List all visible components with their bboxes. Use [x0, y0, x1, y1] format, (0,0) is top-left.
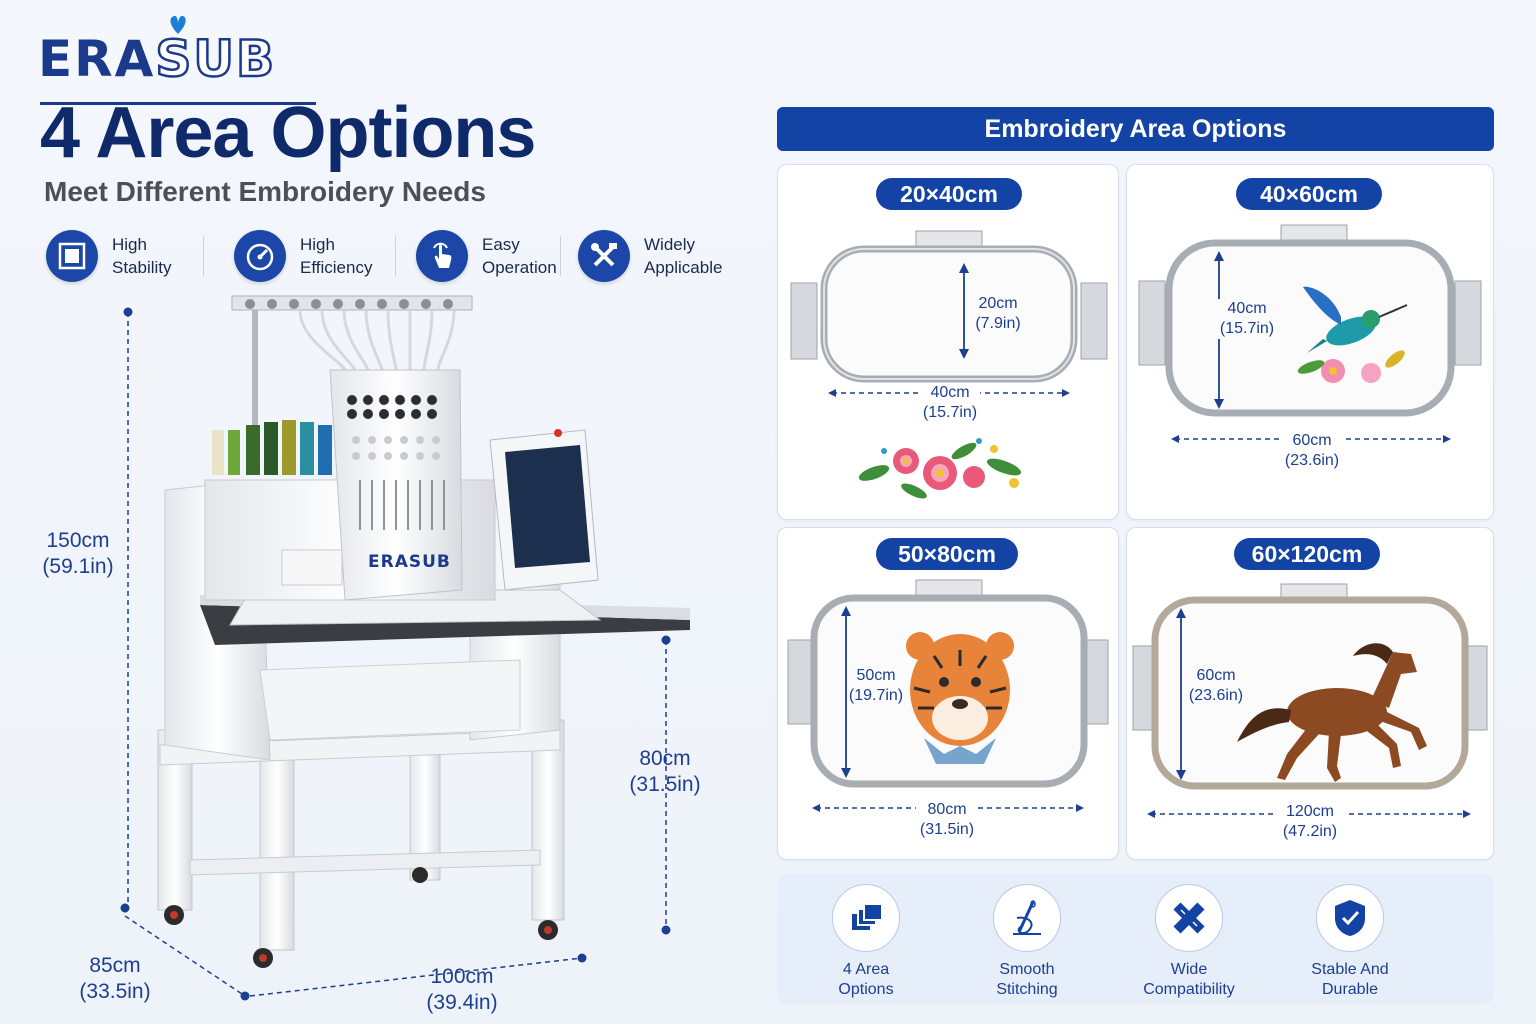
tiger-embroidery-design [906, 632, 1014, 764]
logo-underline [40, 102, 316, 105]
hoop-frame-20x40 [790, 230, 1108, 397]
hoop-height-label: 60cm (23.6in) [1185, 666, 1247, 706]
page-subtitle: Meet Different Embroidery Needs [44, 176, 486, 207]
hummingbird-embroidery-design [1297, 286, 1408, 383]
hoop-size-pill: 40×60cm [1236, 178, 1382, 210]
table-height-dimension-label: 80cm (31.5in) [629, 747, 701, 796]
bottom-feature-wide-compatibility: Wide Compatibility [1114, 884, 1264, 1000]
feature-high-efficiency: High Efficiency [234, 228, 372, 284]
hoop-width-label: 60cm (23.6in) [1279, 431, 1345, 471]
machine-badge: ERASUB [368, 552, 451, 572]
bottom-feature-smooth-stitching: Smooth Stitching [952, 884, 1102, 1000]
feature-label: Widely Applicable [644, 235, 723, 277]
tools-icon [578, 230, 630, 282]
bottom-feature-label: 4 Area Options [838, 961, 894, 998]
brand-logo: ERASUB [38, 15, 328, 105]
feature-label: High Stability [112, 235, 172, 277]
tap-hand-icon [416, 230, 468, 282]
brand-logo-text: ERASUB [38, 29, 277, 90]
divider [560, 236, 561, 276]
hoop-card-40x60: 40×60cm 40cm (15.7in) 60cm (23.6in) [1126, 164, 1494, 520]
hoop-card-60x120: 60×120cm 60cm (23.6in) 120cm (47.2in) [1126, 527, 1494, 860]
page-title: 4 Area Options [40, 93, 536, 173]
flower-embroidery-design [858, 438, 1022, 499]
feature-high-stability: High Stability [46, 228, 172, 284]
height-dimension-label: 150cm (59.1in) [42, 529, 114, 578]
hoop-height-label: 40cm (15.7in) [1217, 299, 1277, 339]
speedometer-icon [234, 230, 286, 282]
bottom-feature-label: Wide Compatibility [1143, 961, 1235, 998]
feature-label: High Efficiency [300, 235, 373, 277]
feature-easy-operation: Easy Operation [416, 228, 557, 284]
embroidery-machine-illustration [120, 295, 690, 1001]
depth-dimension-label: 85cm (33.5in) [79, 954, 151, 1003]
hoop-width-label: 120cm (47.2in) [1275, 802, 1345, 842]
width-dimension-label: 100cm (39.4in) [426, 965, 498, 1014]
horse-embroidery-design [1237, 643, 1427, 782]
hoop-width-label: 80cm (31.5in) [916, 800, 978, 840]
shield-check-icon [1316, 884, 1384, 952]
bottom-feature-stable-durable: Stable And Durable [1275, 884, 1425, 1000]
feature-label: Easy Operation [482, 235, 557, 277]
divider [395, 236, 396, 276]
hoop-size-pill: 20×40cm [876, 178, 1022, 210]
bottom-features-bar: 4 Area Options Smooth Stitching Wide Com… [777, 874, 1494, 1004]
butterfly-icon [170, 15, 186, 34]
feature-widely-applicable: Widely Applicable [578, 228, 722, 284]
needle-thread-icon [993, 884, 1061, 952]
hoop-card-50x80: 50×80cm 50cm (19.7in) 80cm (31.5in) [777, 527, 1119, 860]
square-frame-icon [46, 230, 98, 282]
logo-era: ERA [38, 30, 156, 88]
hoop-card-20x40: 20×40cm 20cm (7.9in) 40cm (15.7in) [777, 164, 1119, 520]
layers-icon [832, 884, 900, 952]
bottom-feature-label: Smooth Stitching [996, 961, 1058, 998]
hoop-height-label: 50cm (19.7in) [848, 666, 904, 706]
logo-sub: SUB [154, 29, 277, 90]
hoop-width-label: 40cm (15.7in) [920, 383, 980, 423]
hoop-frame-50x80 [787, 579, 1109, 812]
bottom-feature-area-options: 4 Area Options [791, 884, 941, 1000]
divider [203, 236, 204, 276]
hoop-height-label: 20cm (7.9in) [975, 295, 1021, 332]
hoop-frame-60x120 [1132, 583, 1488, 818]
panel-title: Embroidery Area Options [777, 107, 1494, 151]
hoop-size-pill: 60×120cm [1234, 538, 1380, 570]
pencil-ruler-icon [1155, 884, 1223, 952]
bottom-feature-label: Stable And Durable [1311, 961, 1389, 998]
hoop-size-pill: 50×80cm [876, 538, 1018, 570]
hoop-frame-40x60 [1138, 224, 1482, 443]
